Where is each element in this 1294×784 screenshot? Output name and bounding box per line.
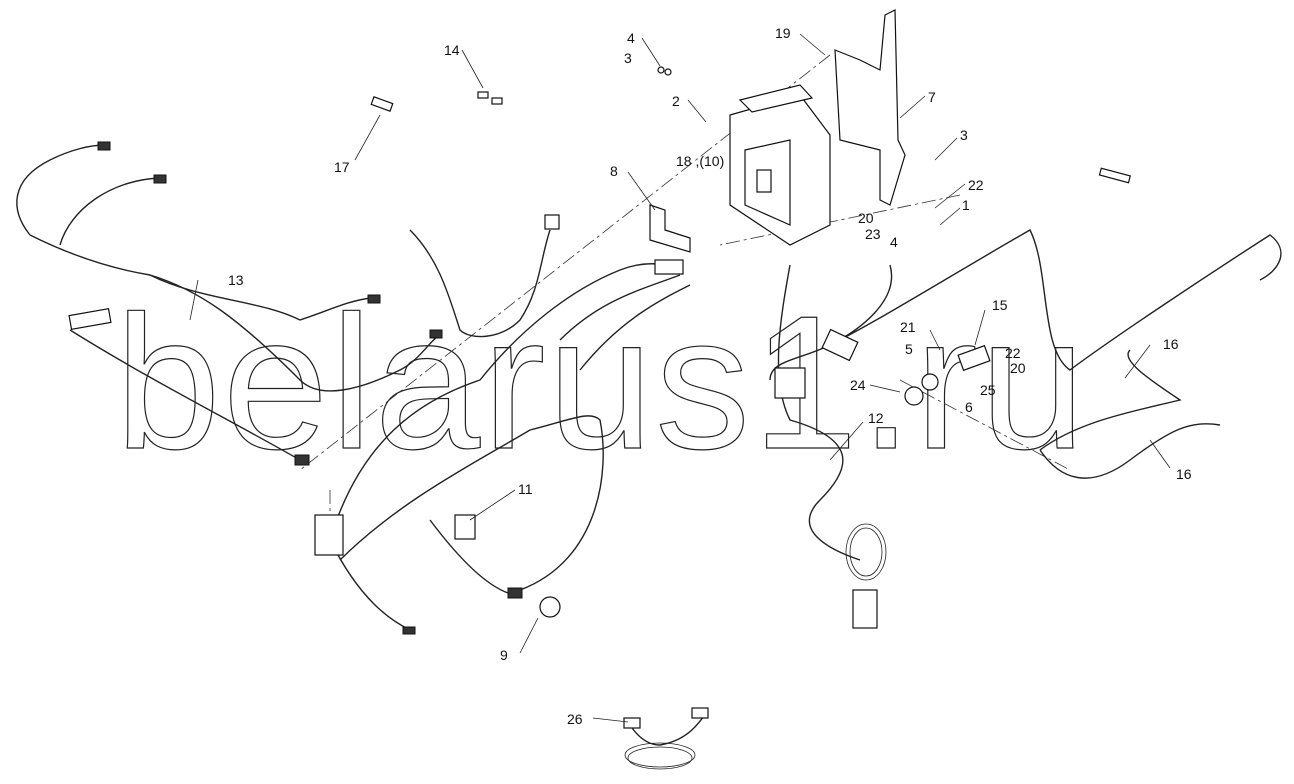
callout-3: 3	[624, 50, 632, 66]
callout-2: 2	[672, 93, 680, 109]
callout-17: 17	[334, 159, 350, 175]
callout-22: 22	[968, 177, 984, 193]
callout-26: 26	[567, 711, 583, 727]
callout-13: 13	[228, 272, 244, 288]
callout-15: 15	[992, 297, 1008, 313]
callout-6: 6	[965, 399, 973, 415]
callout-19: 19	[775, 25, 791, 41]
callout-22b: 22	[1005, 345, 1021, 361]
bracket-7	[834, 9, 906, 206]
harness-12	[769, 229, 1282, 629]
harness-16	[1039, 349, 1221, 479]
callout-7: 7	[928, 89, 936, 105]
callout-4: 4	[627, 30, 635, 46]
callout-21: 21	[900, 319, 916, 335]
callout-9: 9	[500, 647, 508, 663]
leader-lines	[189, 33, 1171, 723]
callout-23: 23	[865, 226, 881, 242]
callout-18-10: 18 ,(10)	[676, 153, 724, 169]
bracket-8	[649, 204, 691, 253]
callout-20b: 20	[1010, 360, 1026, 376]
callout-24: 24	[850, 377, 866, 393]
callout-20: 20	[858, 210, 874, 226]
callout-12: 12	[868, 410, 884, 426]
callout-labels: 14 4 3 19 2 17 18 ,(10) 8 7 3 22 20 23 1…	[228, 25, 1192, 727]
callout-1: 1	[962, 197, 970, 213]
callout-14: 14	[444, 42, 460, 58]
watermark: belarus1.ru	[115, 277, 1088, 489]
fasteners	[370, 66, 1132, 184]
controller-unit-18	[729, 84, 831, 246]
callout-16: 16	[1163, 336, 1179, 352]
ground-cable-26	[623, 707, 709, 770]
harness-11	[314, 214, 691, 635]
callout-8: 8	[610, 163, 618, 179]
sensor-assembly	[904, 344, 991, 406]
callout-16b: 16	[1176, 466, 1192, 482]
callout-3b: 3	[960, 127, 968, 143]
callout-5: 5	[905, 341, 913, 357]
callout-25: 25	[980, 382, 996, 398]
callout-4b: 4	[890, 234, 898, 250]
harness-13	[16, 141, 443, 466]
callout-11: 11	[518, 481, 533, 497]
